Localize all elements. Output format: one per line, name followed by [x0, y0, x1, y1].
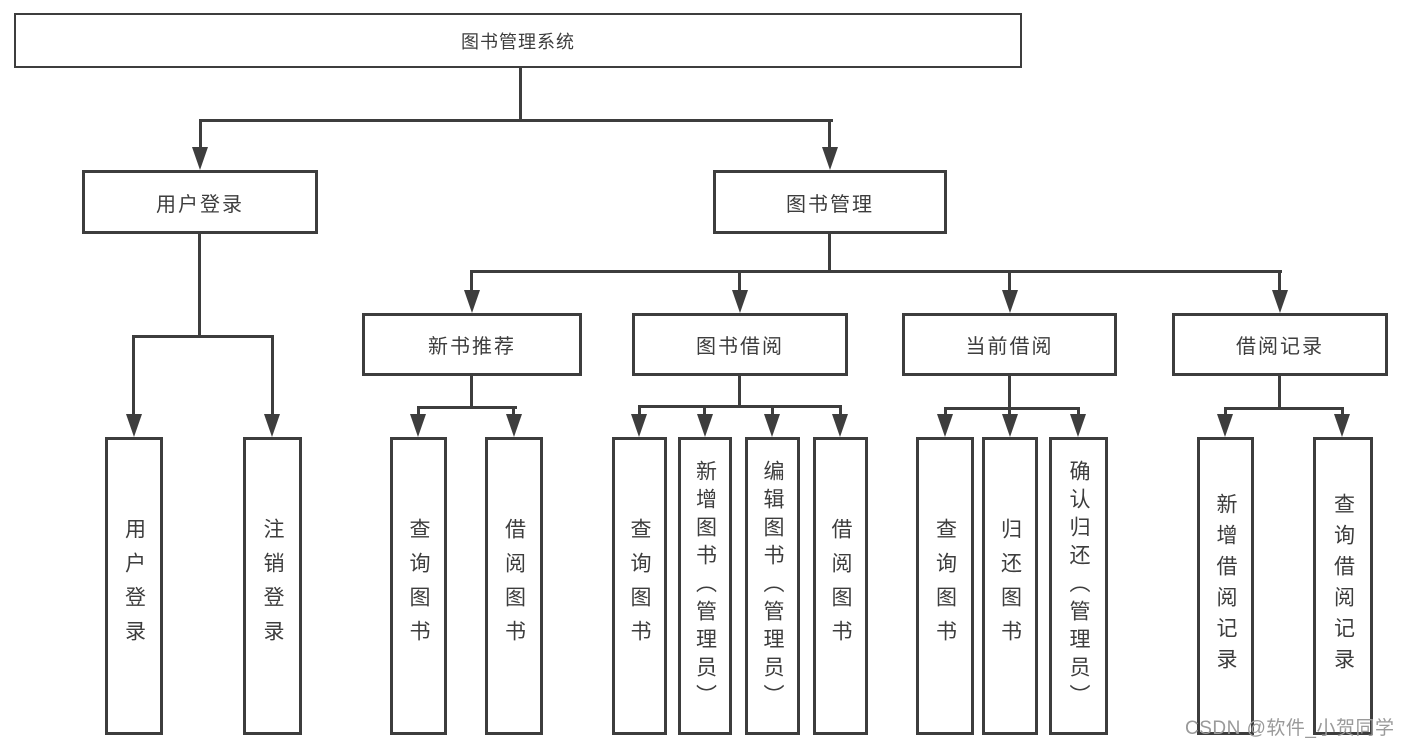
node-label: 新增借阅记录 — [1214, 493, 1237, 679]
arrow-down-icon — [1070, 414, 1086, 437]
connector-user-login-bar — [132, 335, 274, 338]
connector-current-borrow-stem — [1008, 376, 1011, 407]
node-label: 图书借阅 — [696, 336, 784, 358]
connector-drop-book-management — [828, 119, 831, 151]
node-borrow-records: 借阅记录 — [1172, 313, 1388, 376]
arrow-down-icon — [1002, 414, 1018, 437]
connector-drop-user-login — [199, 119, 202, 151]
node-book-borrow: 图书借阅 — [632, 313, 848, 376]
connector-root-stem — [519, 68, 522, 119]
node-label: 借阅记录 — [1236, 336, 1324, 358]
connector-drop — [1341, 407, 1344, 416]
leaf-current-confirm-return-admin: 确认归还（管理员） — [1049, 437, 1108, 735]
leaf-borrow-add-books-admin: 新增图书（管理员） — [678, 437, 732, 735]
connector-book-borrow-stem — [738, 376, 741, 405]
leaf-records-query-borrow-record: 查询借阅记录 — [1313, 437, 1373, 735]
node-label: 借阅图书 — [502, 518, 526, 654]
arrow-down-icon — [832, 414, 848, 437]
leaf-borrow-borrow-books: 借阅图书 — [813, 437, 868, 735]
arrow-down-icon — [937, 414, 953, 437]
node-label: 查询借阅记录 — [1331, 493, 1355, 679]
arrow-down-icon — [697, 414, 713, 437]
node-book-management: 图书管理 — [713, 170, 947, 234]
connector-drop — [1077, 407, 1080, 416]
connector-drop — [944, 407, 947, 416]
connector-drop — [703, 405, 706, 416]
connector-drop-borrow-records — [1278, 270, 1281, 292]
arrow-down-icon — [1002, 290, 1018, 313]
arrow-down-icon — [822, 147, 838, 170]
node-label: 确认归还（管理员） — [1067, 460, 1090, 712]
connector-new-book-recommend-bar — [417, 406, 517, 409]
arrow-down-icon — [464, 290, 480, 313]
leaf-records-add-borrow-record: 新增借阅记录 — [1197, 437, 1254, 735]
connector-drop — [1224, 407, 1227, 416]
connector-drop — [417, 406, 420, 416]
node-label: 新书推荐 — [428, 336, 516, 358]
arrow-down-icon — [732, 290, 748, 313]
connector-new-book-recommend-stem — [470, 376, 473, 406]
connector-drop — [1008, 407, 1011, 416]
node-label: 注销登录 — [261, 518, 284, 654]
leaf-recommend-query-books: 查询图书 — [390, 437, 447, 735]
leaf-current-query-books: 查询图书 — [916, 437, 974, 735]
connector-book-management-stem — [828, 234, 831, 270]
arrow-down-icon — [764, 414, 780, 437]
connector-drop-current-borrow — [1008, 270, 1011, 292]
connector-borrow-records-stem — [1278, 376, 1281, 407]
connector-book-borrow-bar — [638, 405, 842, 408]
node-label: 借阅图书 — [829, 518, 852, 654]
node-label: 新增图书（管理员） — [693, 460, 717, 712]
leaf-borrow-query-books: 查询图书 — [612, 437, 667, 735]
node-label: 当前借阅 — [965, 336, 1054, 358]
arrow-down-icon — [1217, 414, 1233, 437]
leaf-user-login: 用户登录 — [105, 437, 163, 735]
connector-drop-leaf-logout — [271, 335, 274, 417]
arrow-down-icon — [1334, 414, 1350, 437]
node-label: 查询图书 — [407, 518, 430, 654]
node-label: 归还图书 — [998, 518, 1022, 654]
arrow-down-icon — [1272, 290, 1288, 313]
node-new-book-recommend: 新书推荐 — [362, 313, 582, 376]
node-root-library-management-system: 图书管理系统 — [14, 13, 1022, 68]
arrow-down-icon — [126, 414, 142, 437]
node-label: 图书管理 — [786, 193, 874, 216]
connector-drop-book-borrow — [738, 270, 741, 292]
node-current-borrow: 当前借阅 — [902, 313, 1117, 376]
node-label: 编辑图书（管理员） — [761, 460, 784, 712]
connector-drop-leaf-user-login — [132, 335, 135, 417]
leaf-logout: 注销登录 — [243, 437, 302, 735]
connector-book-management-bar — [470, 270, 1282, 273]
connector-drop — [638, 405, 641, 416]
leaf-recommend-borrow-books: 借阅图书 — [485, 437, 543, 735]
arrow-down-icon — [192, 147, 208, 170]
leaf-borrow-edit-books-admin: 编辑图书（管理员） — [745, 437, 800, 735]
connector-drop — [512, 406, 515, 416]
connector-root-bar — [199, 119, 833, 122]
node-label: 用户登录 — [122, 518, 146, 654]
arrow-down-icon — [410, 414, 426, 437]
connector-drop-new-book-recommend — [470, 270, 473, 292]
connector-drop — [839, 405, 842, 416]
connector-drop — [771, 405, 774, 416]
node-label: 查询图书 — [628, 518, 651, 654]
csdn-watermark: CSDN @软件_小贺同学 — [1185, 718, 1395, 739]
arrow-down-icon — [264, 414, 280, 437]
connector-borrow-records-bar — [1224, 407, 1344, 410]
node-label: 图书管理系统 — [461, 31, 575, 52]
node-label: 查询图书 — [933, 518, 957, 654]
leaf-current-return-books: 归还图书 — [982, 437, 1038, 735]
arrow-down-icon — [506, 414, 522, 437]
node-user-login: 用户登录 — [82, 170, 318, 234]
node-label: 用户登录 — [156, 193, 244, 216]
arrow-down-icon — [631, 414, 647, 437]
connector-current-borrow-bar — [944, 407, 1080, 410]
connector-user-login-stem — [198, 234, 201, 335]
